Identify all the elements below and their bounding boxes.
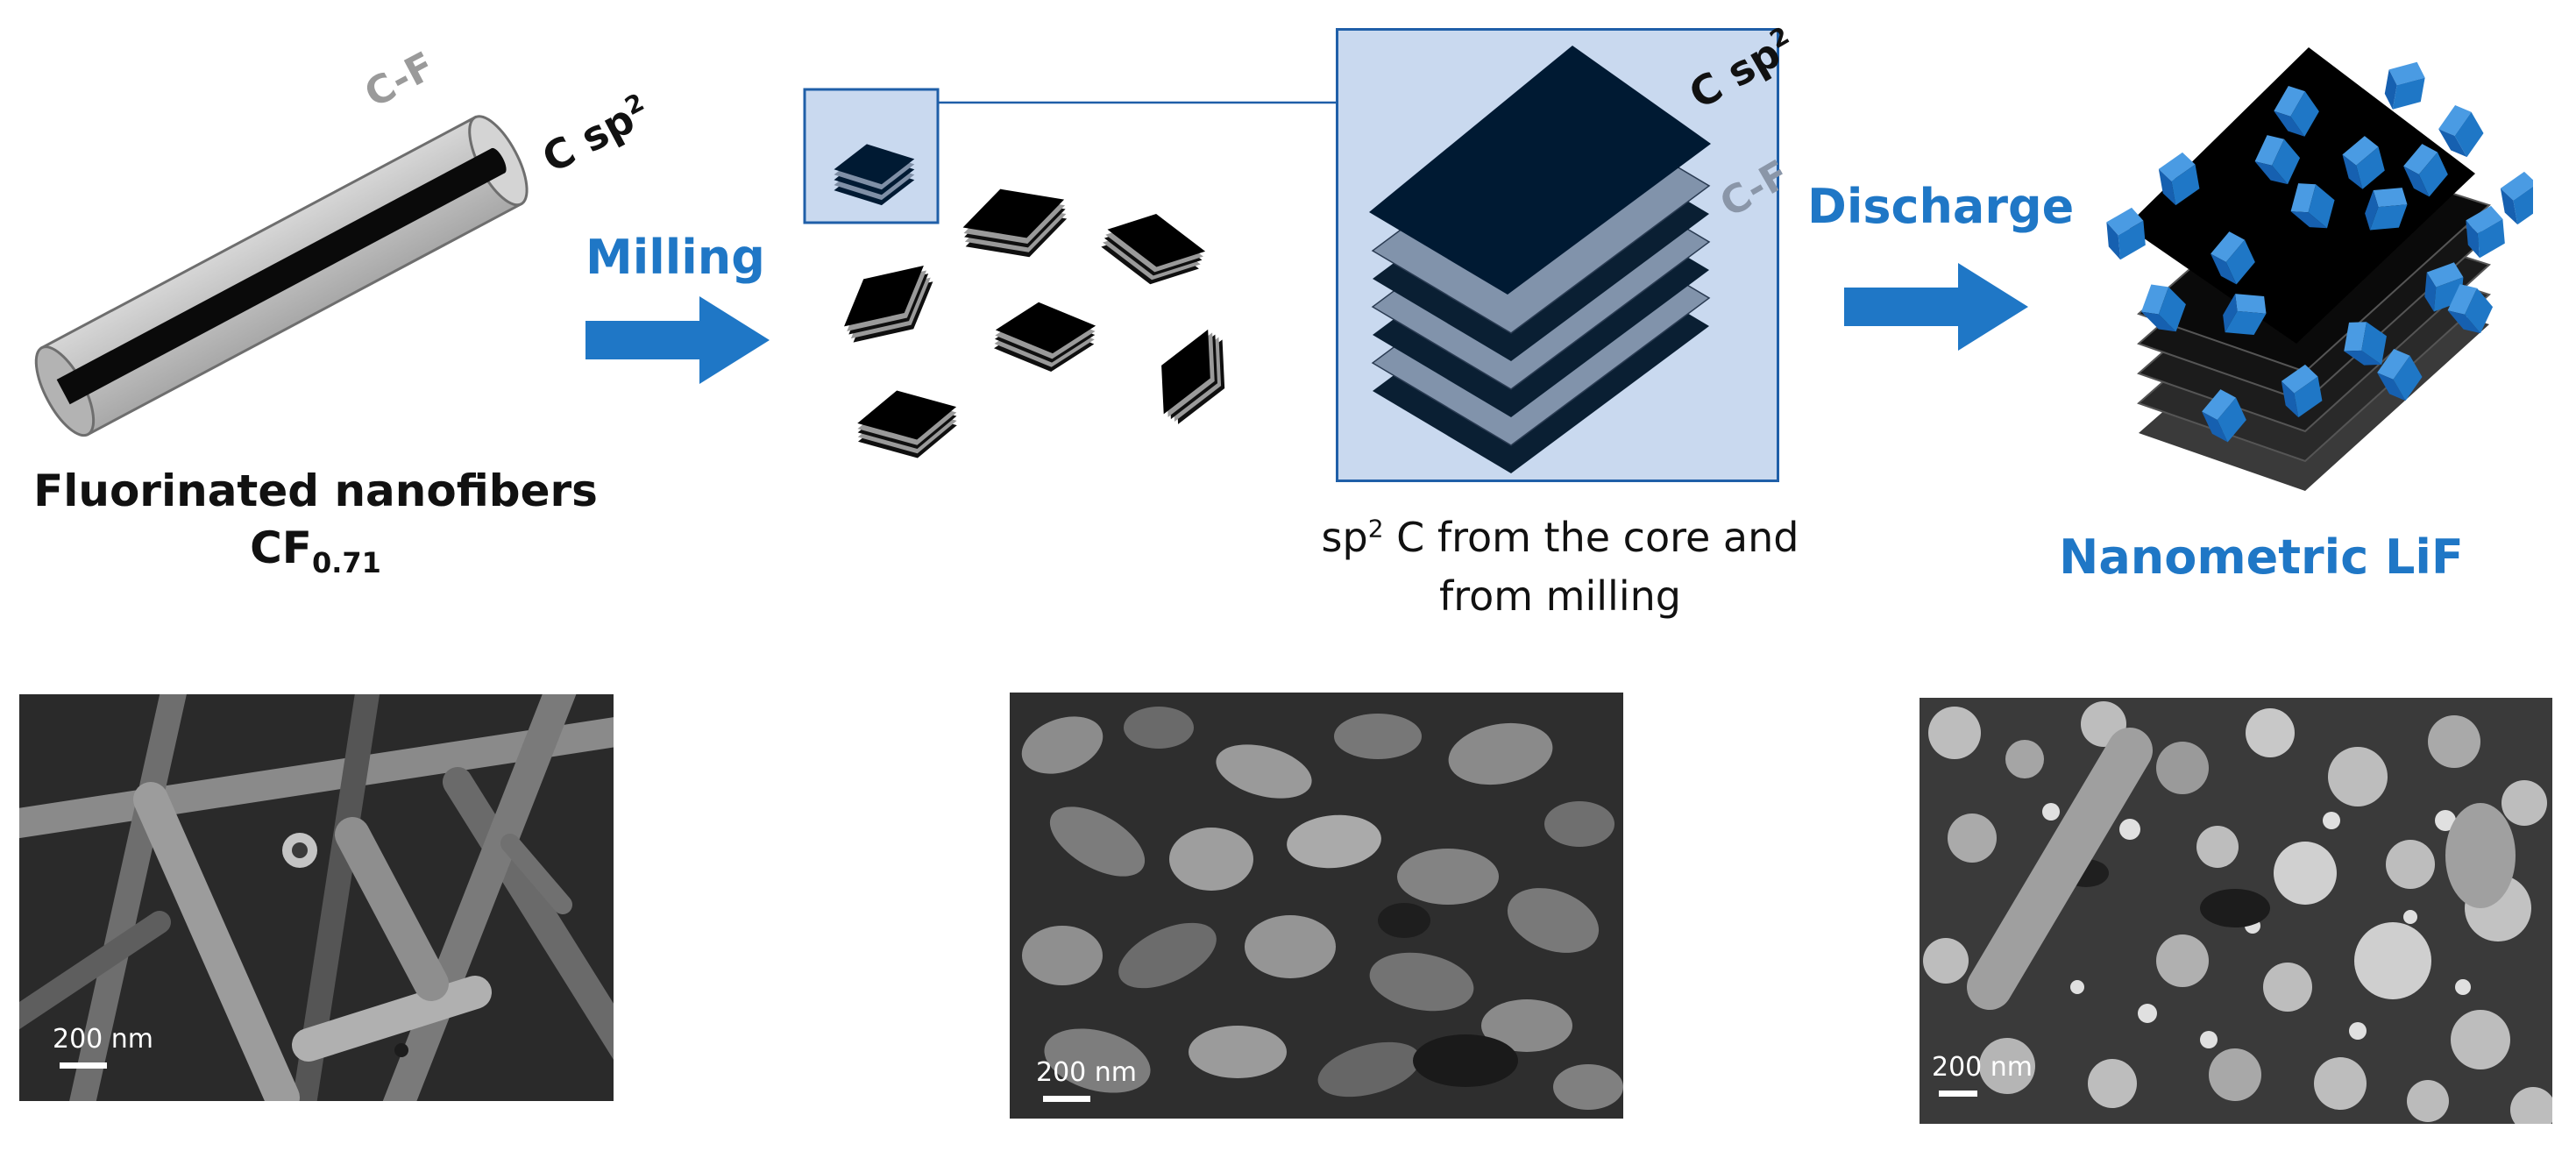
sem-discharged-scale-label: 200 nm bbox=[1932, 1052, 2033, 1083]
discharge-label: Discharge bbox=[1807, 179, 2075, 234]
milling-label: Milling bbox=[585, 230, 765, 285]
fiber-caption-formula: CF0.71 bbox=[18, 520, 614, 582]
sem-discharged-scale-bar bbox=[1939, 1091, 1977, 1097]
sem-discharged-texture bbox=[1920, 698, 2552, 1124]
zoom-caption-rest: C from the core and bbox=[1383, 514, 1799, 561]
sem-fibers-texture bbox=[19, 694, 614, 1101]
sem-image-milled: 200 nm bbox=[1010, 693, 1623, 1119]
sem-fibers-scale-label: 200 nm bbox=[53, 1024, 154, 1055]
fiber-caption: Fluorinated nanofibers CF0.71 bbox=[18, 463, 614, 582]
milled-flakes-illustration bbox=[803, 88, 1245, 460]
sem-image-fibers: 200 nm bbox=[19, 694, 614, 1101]
sem-image-discharged: 200 nm bbox=[1920, 698, 2552, 1124]
lif-caption: Nanometric LiF bbox=[2059, 529, 2464, 585]
zoom-caption-sup: 2 bbox=[1367, 514, 1384, 544]
fiber-caption-line1: Fluorinated nanofibers bbox=[33, 465, 598, 516]
graphite-layer-stack-illustration bbox=[1369, 46, 1711, 473]
sem-milled-scale-label: 200 nm bbox=[1036, 1057, 1138, 1088]
zoom-caption-sp: sp bbox=[1321, 514, 1368, 561]
sem-fibers-scale-bar bbox=[60, 1062, 107, 1069]
zoom-caption-line1: sp2 C from the core and bbox=[1262, 508, 1858, 567]
zoom-connector-line bbox=[938, 101, 1341, 104]
zoom-caption: sp2 C from the core and from milling bbox=[1262, 508, 1858, 625]
discharge-arrow-icon bbox=[1844, 263, 2028, 351]
fluorinated-nanofiber-illustration bbox=[34, 115, 529, 437]
sem-milled-texture bbox=[1010, 693, 1623, 1119]
nanometric-lif-illustration bbox=[2105, 47, 2533, 491]
fiber-csp2-label: C sp2 bbox=[535, 87, 657, 182]
fiber-formula-sub: 0.71 bbox=[311, 546, 381, 579]
fiber-formula-main: CF bbox=[250, 522, 312, 573]
sem-milled-scale-bar bbox=[1043, 1096, 1090, 1102]
zoom-caption-line2: from milling bbox=[1439, 572, 1681, 620]
milling-arrow-icon bbox=[585, 296, 770, 384]
